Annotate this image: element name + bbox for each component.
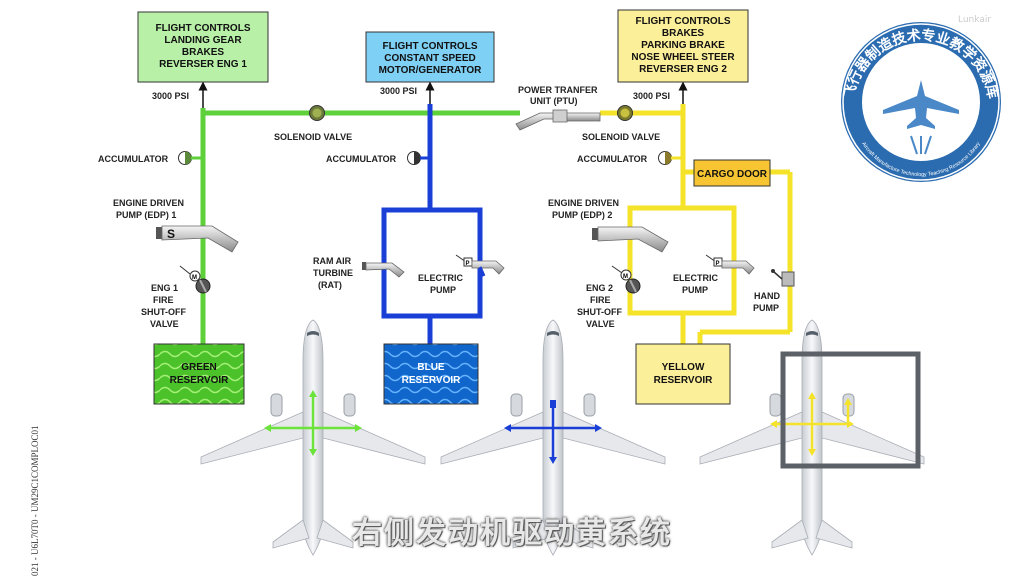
video-subtitle: 右侧发动机驱动黄系统 bbox=[352, 516, 672, 551]
svg-text:ACCUMULATOR: ACCUMULATOR bbox=[326, 154, 397, 164]
blue-reservoir: BLUE RESERVOIR bbox=[383, 343, 479, 405]
svg-text:ENG 1: ENG 1 bbox=[151, 283, 178, 293]
svg-text:GREEN: GREEN bbox=[181, 362, 217, 373]
green-consumers-box: FLIGHT CONTROLS LANDING GEAR BRAKES REVE… bbox=[137, 11, 269, 83]
corner-watermark: Lunkair bbox=[958, 15, 991, 25]
green-pressure: 3000 PSI bbox=[152, 91, 189, 101]
yellow-electric-pump-icon: P bbox=[705, 254, 755, 275]
green-system-pipes bbox=[200, 108, 520, 346]
yellow-system-pipes bbox=[600, 104, 793, 344]
svg-text:S: S bbox=[167, 227, 175, 241]
svg-text:RAM AIR: RAM AIR bbox=[313, 256, 352, 266]
yellow-consumers-box: FLIGHT CONTROLS BRAKES PARKING BRAKE NOS… bbox=[617, 9, 749, 83]
cargo-door-box: CARGO DOOR bbox=[693, 159, 771, 187]
svg-text:PUMP: PUMP bbox=[682, 285, 708, 295]
svg-text:ENGINE DRIVEN: ENGINE DRIVEN bbox=[548, 198, 619, 208]
svg-text:ELECTRIC: ELECTRIC bbox=[418, 273, 464, 283]
svg-text:LANDING GEAR: LANDING GEAR bbox=[164, 35, 242, 46]
svg-text:SHUT-OFF: SHUT-OFF bbox=[577, 307, 622, 317]
yellow-pressure: 3000 PSI bbox=[633, 91, 670, 101]
svg-text:PUMP (EDP) 2: PUMP (EDP) 2 bbox=[552, 210, 612, 220]
ptu-icon bbox=[515, 109, 601, 131]
svg-text:(RAT): (RAT) bbox=[318, 280, 342, 290]
school-logo: 飞行器制造技术专业教学资源库 Aircraft Manufacture Tech… bbox=[841, 22, 1001, 182]
aircraft-blue bbox=[440, 319, 666, 556]
svg-text:SOLENOID VALVE: SOLENOID VALVE bbox=[274, 132, 352, 142]
svg-text:RESERVOIR: RESERVOIR bbox=[170, 375, 229, 386]
blue-consumers-box: FLIGHT CONTROLS CONSTANT SPEED MOTOR/GEN… bbox=[365, 31, 495, 83]
svg-text:ENG 2: ENG 2 bbox=[586, 283, 613, 293]
hand-pump-icon bbox=[771, 269, 795, 287]
svg-text:PUMP (EDP) 1: PUMP (EDP) 1 bbox=[116, 210, 176, 220]
svg-text:ENGINE DRIVEN: ENGINE DRIVEN bbox=[113, 198, 184, 208]
aircraft-green bbox=[200, 319, 426, 556]
yellow-fire-valve-motor-icon: M bbox=[611, 265, 632, 281]
svg-text:PUMP: PUMP bbox=[430, 285, 456, 295]
svg-text:FLIGHT CONTROLS: FLIGHT CONTROLS bbox=[636, 16, 731, 27]
document-code: 021 - U6L70T0 - UM29C1COMPLOC01 bbox=[30, 425, 40, 576]
svg-text:NOSE WHEEL STEER: NOSE WHEEL STEER bbox=[631, 52, 735, 63]
svg-text:CARGO DOOR: CARGO DOOR bbox=[697, 169, 768, 180]
yellow-engine-driven-pump-icon bbox=[592, 226, 669, 253]
svg-text:PARKING BRAKE: PARKING BRAKE bbox=[641, 40, 725, 51]
highlight-frame bbox=[780, 351, 921, 469]
svg-text:P: P bbox=[466, 261, 470, 267]
ram-air-turbine-icon bbox=[362, 262, 405, 278]
svg-text:BRAKES: BRAKES bbox=[182, 47, 225, 58]
svg-text:BLUE: BLUE bbox=[417, 362, 445, 373]
svg-text:CONSTANT SPEED: CONSTANT SPEED bbox=[384, 53, 476, 64]
svg-text:REVERSER ENG 2: REVERSER ENG 2 bbox=[639, 64, 727, 75]
svg-text:FLIGHT CONTROLS: FLIGHT CONTROLS bbox=[383, 41, 478, 52]
blue-system-pipes bbox=[381, 104, 483, 344]
svg-text:BRAKES: BRAKES bbox=[662, 28, 705, 39]
svg-text:PUMP: PUMP bbox=[753, 303, 779, 313]
green-engine-driven-pump-icon: S bbox=[156, 225, 239, 253]
svg-text:REVERSER ENG 1: REVERSER ENG 1 bbox=[159, 59, 247, 70]
svg-text:SOLENOID VALVE: SOLENOID VALVE bbox=[582, 132, 660, 142]
svg-text:SHUT-OFF: SHUT-OFF bbox=[141, 307, 186, 317]
svg-text:HAND: HAND bbox=[754, 291, 780, 301]
solenoid-valve-left-icon bbox=[309, 105, 325, 121]
green-fire-shutoff-valve-icon bbox=[195, 278, 211, 294]
svg-text:M: M bbox=[623, 274, 628, 280]
svg-text:TURBINE: TURBINE bbox=[313, 268, 353, 278]
yellow-fire-shutoff-valve-icon bbox=[625, 278, 641, 294]
svg-text:RESERVOIR: RESERVOIR bbox=[654, 375, 713, 386]
yellow-reservoir: YELLOW RESERVOIR bbox=[635, 343, 731, 405]
svg-text:ACCUMULATOR: ACCUMULATOR bbox=[577, 154, 648, 164]
svg-text:FIRE: FIRE bbox=[153, 295, 174, 305]
blue-accumulator-icon bbox=[407, 151, 430, 165]
yellow-accumulator-icon bbox=[658, 151, 683, 165]
svg-text:VALVE: VALVE bbox=[586, 319, 615, 329]
svg-text:YELLOW: YELLOW bbox=[662, 362, 705, 373]
green-reservoir: GREEN RESERVOIR bbox=[153, 343, 245, 405]
svg-text:FLIGHT CONTROLS: FLIGHT CONTROLS bbox=[156, 23, 251, 34]
svg-text:ELECTRIC: ELECTRIC bbox=[673, 273, 719, 283]
svg-text:M: M bbox=[192, 275, 197, 281]
solenoid-valve-right-icon bbox=[617, 105, 633, 121]
blue-electric-pump-icon: P bbox=[455, 254, 505, 277]
svg-text:UNIT (PTU): UNIT (PTU) bbox=[530, 96, 578, 106]
svg-text:MOTOR/GENERATOR: MOTOR/GENERATOR bbox=[379, 65, 483, 76]
svg-text:ACCUMULATOR: ACCUMULATOR bbox=[98, 154, 169, 164]
svg-text:VALVE: VALVE bbox=[150, 319, 179, 329]
green-fire-valve-motor-icon: M bbox=[179, 265, 201, 282]
svg-text:RESERVOIR: RESERVOIR bbox=[402, 375, 461, 386]
svg-text:P: P bbox=[716, 261, 720, 267]
svg-text:FIRE: FIRE bbox=[590, 295, 611, 305]
green-accumulator-icon bbox=[178, 151, 203, 165]
svg-text:POWER TRANFER: POWER TRANFER bbox=[518, 85, 598, 95]
aircraft-yellow bbox=[699, 319, 925, 556]
jet-icon bbox=[883, 80, 959, 129]
blue-pressure: 3000 PSI bbox=[380, 86, 417, 96]
